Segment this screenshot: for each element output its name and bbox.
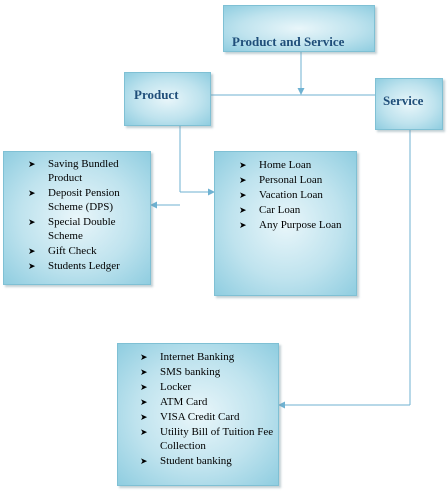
list-item-label: Students Ledger xyxy=(48,260,120,272)
loan-list-box: ➤ Home Loan ➤ Personal Loan ➤ Vacation Loan… xyxy=(214,151,357,296)
arrow-bullet-icon: ➤ xyxy=(28,159,36,169)
list-item-label: Special Double Scheme xyxy=(48,216,116,242)
list-item-label: Personal Loan xyxy=(259,174,323,186)
arrow-bullet-icon: ➤ xyxy=(140,352,148,362)
arrow-bullet-icon: ➤ xyxy=(239,175,247,185)
arrow-bullet-icon: ➤ xyxy=(28,261,36,271)
list-item: ➤ Any Purpose Loan xyxy=(239,218,355,232)
service-list-box: ➤ Internet Banking ➤ SMS banking ➤ Locker ➤… xyxy=(117,343,279,486)
list-item: ➤ SMS banking xyxy=(140,365,276,379)
list-item-label: Car Loan xyxy=(259,204,301,216)
list-item-label: Deposit Pension Scheme (DPS) xyxy=(48,187,120,213)
list-item-label: Gift Check xyxy=(48,245,97,257)
list-item-label: VISA Credit Card xyxy=(160,411,240,423)
arrow-bullet-icon: ➤ xyxy=(140,456,148,466)
service-list: ➤ Internet Banking ➤ SMS banking ➤ Locker ➤… xyxy=(140,350,276,469)
arrow-bullet-icon: ➤ xyxy=(239,220,247,230)
arrow-bullet-icon: ➤ xyxy=(239,190,247,200)
list-item: ➤ Student banking xyxy=(140,454,276,468)
list-item: ➤ Deposit Pension Scheme (DPS) xyxy=(28,186,148,214)
list-item: ➤ Locker xyxy=(140,380,276,394)
list-item: ➤ Saving Bundled Product xyxy=(28,157,148,185)
list-item: ➤ Internet Banking xyxy=(140,350,276,364)
list-item: ➤ Students Ledger xyxy=(28,259,148,273)
list-item-label: Saving Bundled Product xyxy=(48,158,119,184)
list-item-label: Locker xyxy=(160,381,192,393)
arrow-bullet-icon: ➤ xyxy=(140,397,148,407)
product-box: Product xyxy=(124,72,211,126)
arrow-bullet-icon: ➤ xyxy=(140,427,148,437)
arrow-bullet-icon: ➤ xyxy=(140,412,148,422)
product-list-box: ➤ Saving Bundled Product ➤ Deposit Pension… xyxy=(3,151,151,285)
list-item: ➤ Personal Loan xyxy=(239,173,355,187)
list-item-label: Utility Bill of Tuition Fee Collection xyxy=(160,426,274,452)
list-item: ➤ Gift Check xyxy=(28,244,148,258)
arrow-bullet-icon: ➤ xyxy=(28,217,36,227)
list-item-label: Student banking xyxy=(160,455,232,467)
list-item: ➤ Vacation Loan xyxy=(239,188,355,202)
list-item: ➤ Home Loan xyxy=(239,158,355,172)
service-title: Service xyxy=(383,93,424,108)
product-title: Product xyxy=(134,87,179,102)
arrow-bullet-icon: ➤ xyxy=(239,160,247,170)
product-and-service-box: Product and Service xyxy=(223,5,375,52)
service-box: Service xyxy=(375,78,443,130)
list-item: ➤ Utility Bill of Tuition Fee Collection xyxy=(140,425,276,453)
product-list: ➤ Saving Bundled Product ➤ Deposit Pension… xyxy=(28,157,148,274)
list-item: ➤ VISA Credit Card xyxy=(140,410,276,424)
arrow-bullet-icon: ➤ xyxy=(140,367,148,377)
list-item-label: ATM Card xyxy=(160,396,208,408)
list-item-label: Internet Banking xyxy=(160,351,235,363)
arrow-bullet-icon: ➤ xyxy=(140,382,148,392)
list-item: ➤ Car Loan xyxy=(239,203,355,217)
arrow-bullet-icon: ➤ xyxy=(239,205,247,215)
loan-list: ➤ Home Loan ➤ Personal Loan ➤ Vacation Loan… xyxy=(239,158,355,233)
list-item-label: Vacation Loan xyxy=(259,189,323,201)
arrow-bullet-icon: ➤ xyxy=(28,246,36,256)
list-item: ➤ Special Double Scheme xyxy=(28,215,148,243)
list-item: ➤ ATM Card xyxy=(140,395,276,409)
list-item-label: Home Loan xyxy=(259,159,312,171)
list-item-label: Any Purpose Loan xyxy=(259,219,342,231)
arrow-bullet-icon: ➤ xyxy=(28,188,36,198)
root-title: Product and Service xyxy=(232,34,345,49)
list-item-label: SMS banking xyxy=(160,366,221,378)
